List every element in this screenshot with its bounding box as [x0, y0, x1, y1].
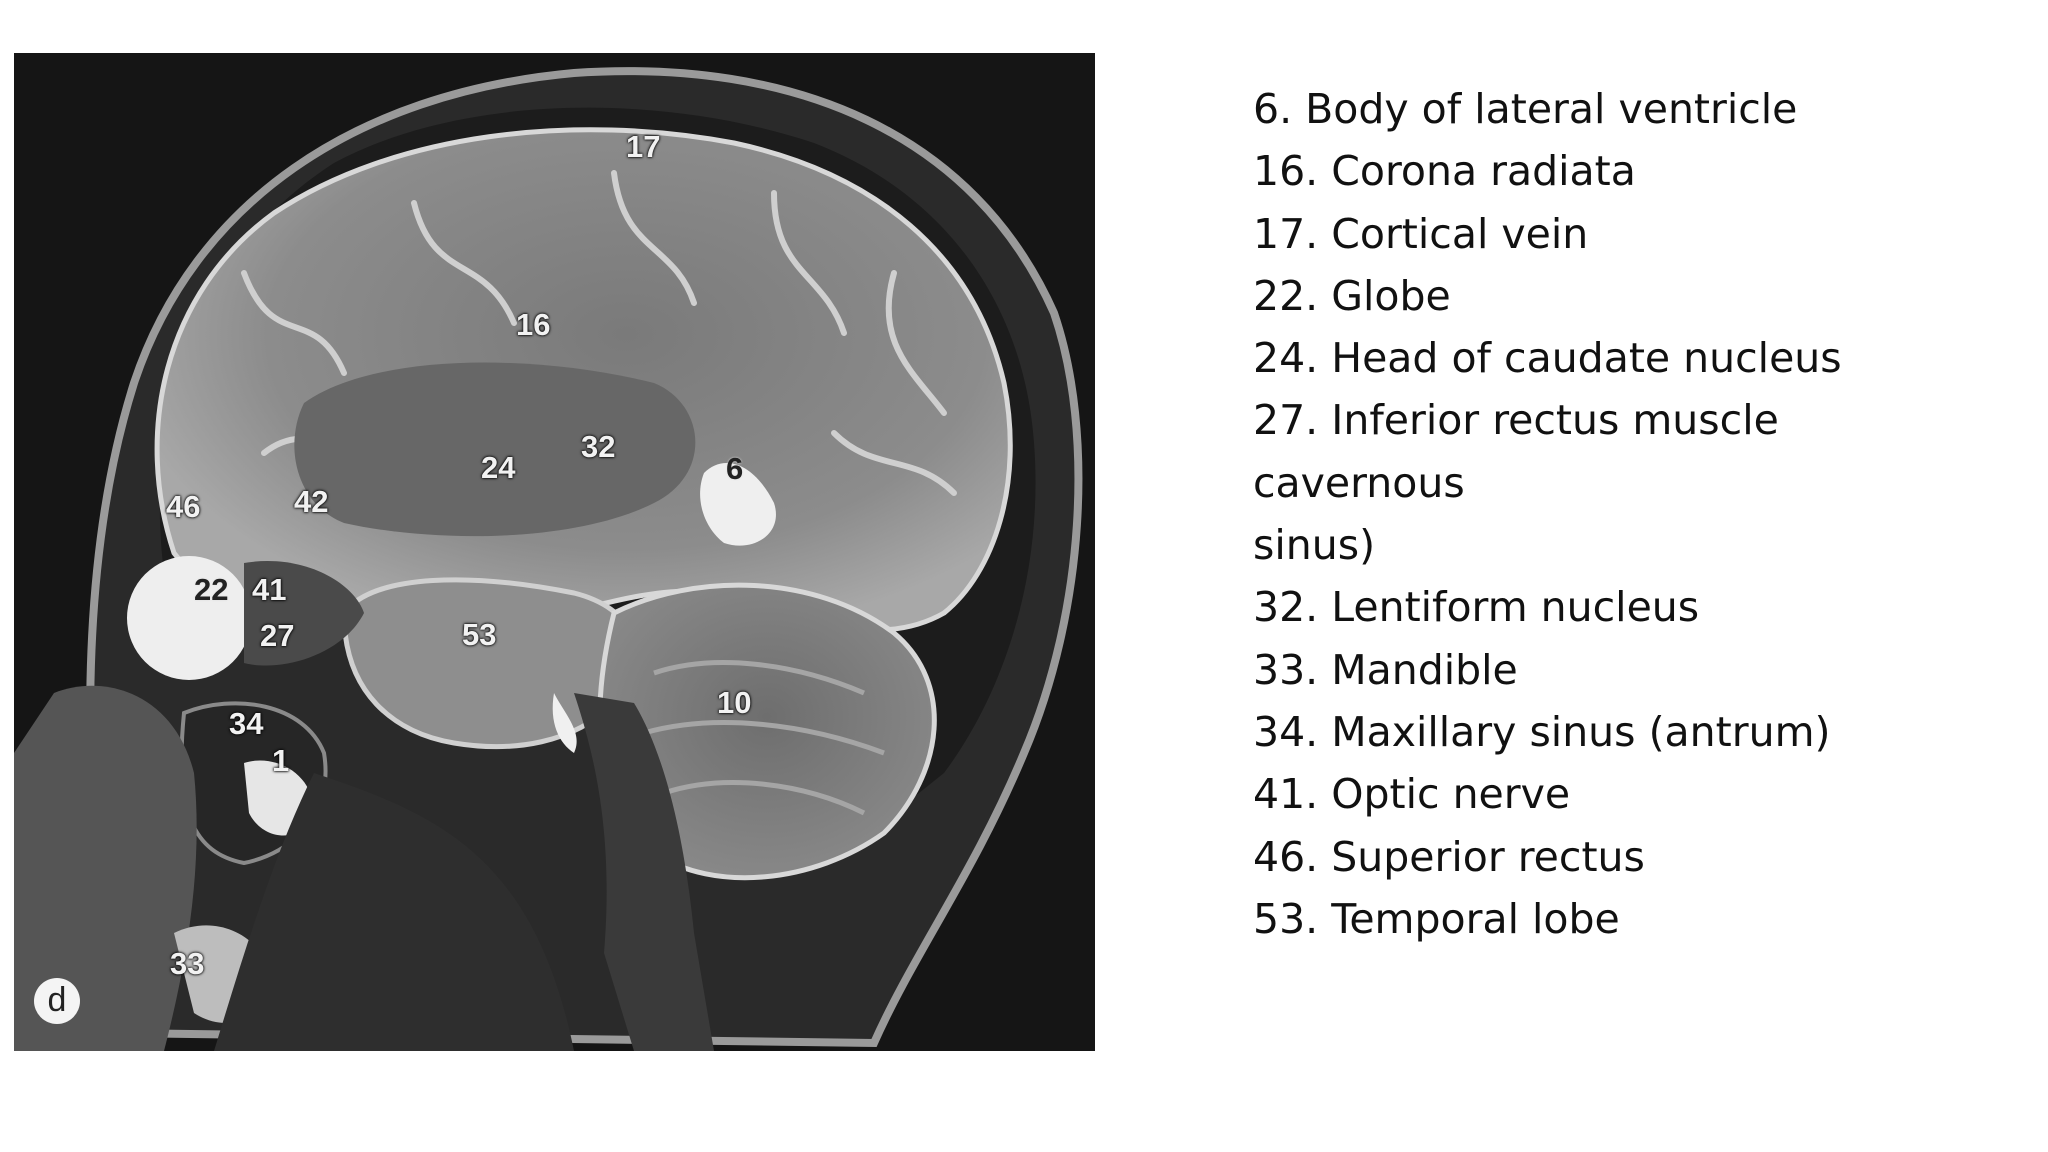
legend-line: 32. Lentiform nucleus — [1253, 583, 1700, 632]
image-label-41: 41 — [252, 572, 287, 607]
lateral-ventricle — [700, 463, 776, 546]
legend-line: 24. Head of caudate nucleus — [1253, 334, 1842, 383]
basal-ganglia — [294, 362, 696, 537]
legend-line: 46. Superior rectus — [1253, 832, 1645, 881]
legend-line: 53. Temporal lobe — [1253, 894, 1620, 943]
image-label-27: 27 — [260, 618, 295, 653]
legend-line: 6. Body of lateral ventricle — [1253, 85, 1798, 133]
mri-sagittal-image: 17 16 24 32 6 46 42 22 41 27 53 10 34 1 … — [14, 53, 1095, 1051]
legend-line: 34. Maxillary sinus (antrum) — [1253, 707, 1831, 756]
cerebellar-folia — [643, 660, 885, 816]
image-label-32: 32 — [581, 429, 616, 464]
image-label-6: 6 — [726, 451, 744, 486]
legend-line: 22. Globe — [1253, 271, 1451, 320]
legend-line: 27. Inferior rectus muscle — [1253, 396, 1779, 445]
brainstem — [574, 693, 714, 1051]
csf-bright — [552, 693, 577, 753]
mri-scan-drawing — [14, 67, 1083, 1051]
panel-letter-badge: d — [34, 978, 80, 1024]
image-label-22: 22 — [194, 572, 229, 607]
legend-line: 16. Corona radiata — [1253, 147, 1636, 196]
image-label-17: 17 — [626, 129, 661, 164]
image-label-42: 42 — [294, 484, 329, 519]
globe — [127, 556, 251, 680]
image-label-34: 34 — [229, 706, 264, 741]
legend-line: cavernous — [1253, 458, 1465, 507]
image-label-24: 24 — [481, 450, 516, 485]
image-label-46: 46 — [166, 489, 201, 524]
image-label-10: 10 — [717, 685, 752, 720]
legend-line: 33. Mandible — [1253, 645, 1518, 694]
legend-line: 17. Cortical vein — [1253, 209, 1589, 258]
image-label-1: 1 — [272, 743, 290, 778]
image-label-53: 53 — [462, 617, 497, 652]
neck-soft-tissue — [214, 773, 574, 1051]
image-label-33: 33 — [170, 946, 205, 981]
orbit-tissue — [244, 561, 364, 666]
legend-line: 41. Optic nerve — [1253, 770, 1571, 819]
gyri-lines — [241, 170, 957, 496]
image-label-16: 16 — [516, 307, 551, 342]
anatomy-legend: 6. Body of lateral ventricle 16. Corona … — [1253, 78, 2013, 950]
lower-face — [14, 685, 197, 1051]
legend-line: sinus) — [1253, 521, 1376, 570]
